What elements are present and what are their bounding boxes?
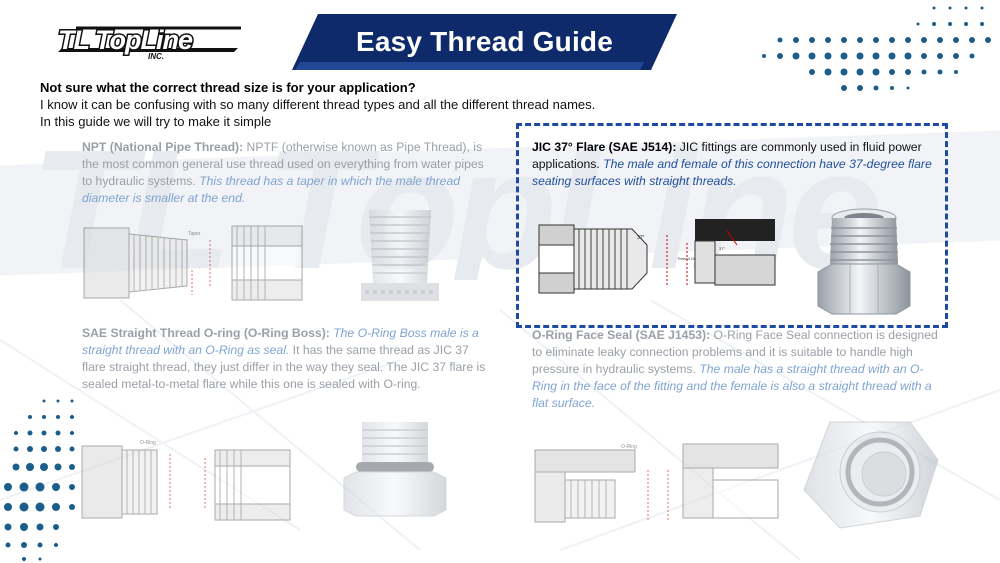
orfs-body: O-Ring Face Seal connection is designed … <box>532 328 938 376</box>
jic-37deg-label-2: 37° <box>719 246 725 251</box>
sae-cross-section-diagram: O-Ring <box>81 440 291 521</box>
dot-pattern-bottom-left <box>4 399 75 561</box>
orfs-highlight: The male has a straight thread with an O… <box>532 362 932 410</box>
title-banner-shape <box>292 14 677 70</box>
intro-line-2: In this guide we will try to make it sim… <box>40 114 272 129</box>
npt-body: NPTF (otherwise known as Pipe Thread), i… <box>82 140 484 188</box>
jic-heading: JIC 37° Flare (SAE J514): <box>532 140 677 154</box>
npt-heading: NPT (National Pipe Thread): <box>82 140 244 154</box>
logo-graphic: TL TopLine INC. <box>57 24 241 61</box>
dot-pattern-top-right <box>762 6 991 91</box>
jic-highlight: The male and female of this connection h… <box>532 157 932 188</box>
jic-body: JIC fittings are commonly used in fluid … <box>532 140 922 171</box>
sae-heading: SAE Straight Thread O-ring (O-Ring Boss)… <box>82 326 330 340</box>
orfs-oring-label: O-Ring <box>621 444 637 450</box>
sae-oring-label: O-Ring <box>140 440 156 446</box>
sae-body: It has the same thread as JIC 37 flare s… <box>82 343 486 391</box>
orfs-heading: O-Ring Face Seal (SAE J1453): <box>532 328 711 342</box>
page-title: Easy Thread Guide <box>355 26 614 57</box>
npt-highlight: This thread has a taper in which the mal… <box>82 174 461 205</box>
orfs-fitting-photo <box>803 421 939 529</box>
company-logo: TL TopLine INC. <box>56 22 241 61</box>
background-lines <box>0 300 1000 561</box>
taper-label: Taper <box>188 231 201 237</box>
npt-section-text: NPT (National Pipe Thread): NPTF (otherw… <box>82 139 492 207</box>
sae-section-text: SAE Straight Thread O-ring (O-Ring Boss)… <box>82 325 492 393</box>
intro-line-1: I know it can be confusing with so many … <box>40 97 596 112</box>
sae-fitting-photo <box>343 422 447 517</box>
orfs-section-text: O-Ring Face Seal (SAE J1453): O-Ring Fac… <box>532 327 942 412</box>
jic-section-text: JIC 37° Flare (SAE J514): JIC fittings a… <box>532 139 937 190</box>
title-banner: Easy Thread Guide <box>292 14 677 70</box>
logo-sub: INC. <box>148 52 164 60</box>
jic-cross-section-diagram: 37° Thread Outer Diameter 37° <box>538 219 776 294</box>
sae-highlight: The O-Ring Boss male is a straight threa… <box>82 326 479 357</box>
jic-fitting-photo <box>817 208 911 315</box>
npt-fitting-photo <box>361 210 439 301</box>
jic-37deg-label: 37° <box>637 235 645 241</box>
jic-highlight-box <box>516 123 948 328</box>
intro-block: Not sure what the correct thread size is… <box>40 79 660 130</box>
intro-question: Not sure what the correct thread size is… <box>40 80 416 95</box>
orfs-cross-section-diagram: O-Ring <box>534 443 779 523</box>
logo-text: TL TopLine <box>58 25 193 55</box>
npt-cross-section-diagram: Taper <box>83 225 303 301</box>
